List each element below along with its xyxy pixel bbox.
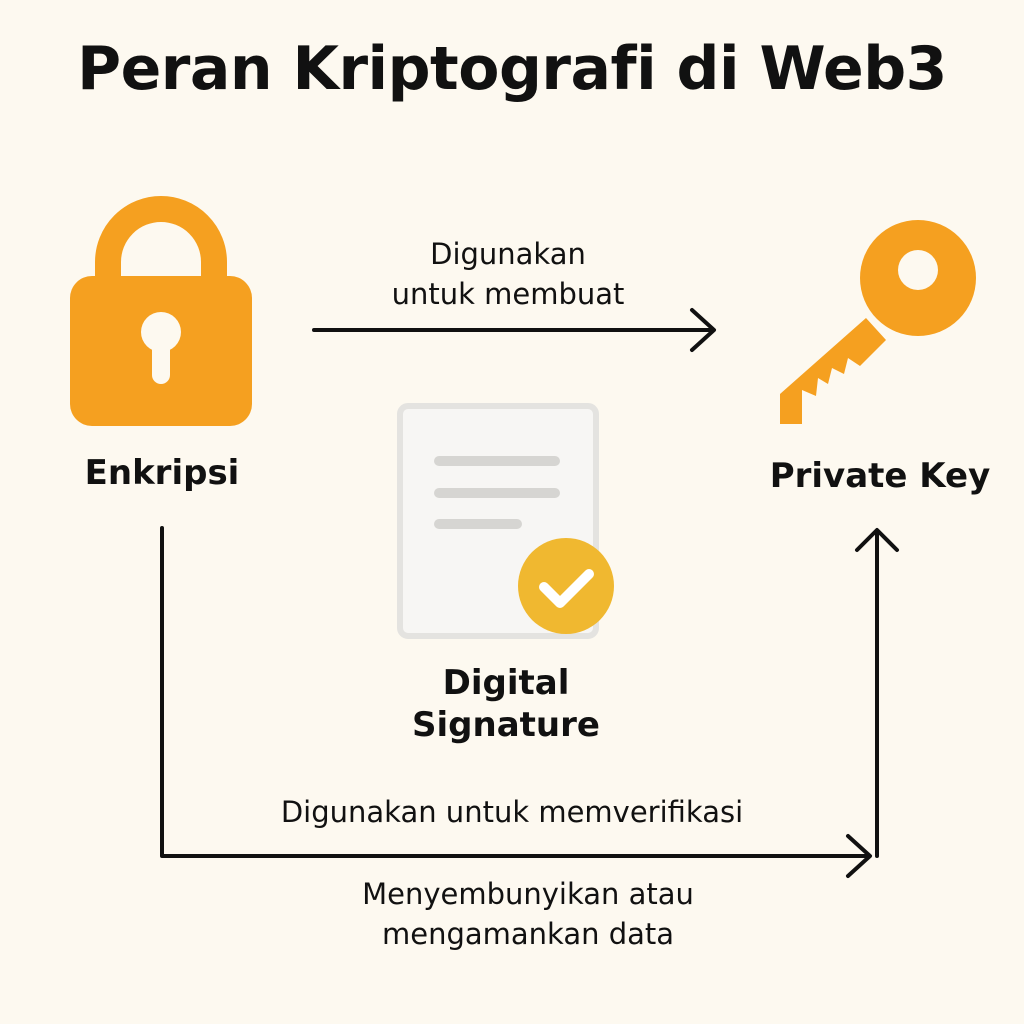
bottom-edge-label: Digunakan untuk memverifikasi: [280, 795, 744, 829]
signed-document-icon: [397, 403, 614, 639]
top-edge-label-line1: Digunakan: [430, 237, 586, 271]
top-edge-label-line2: untuk membuat: [391, 277, 625, 311]
digital-signature-label: Digital Signature: [386, 662, 626, 746]
digital-signature-label-line1: Digital: [442, 663, 570, 703]
arrow-encryption-to-private-key-bottom: [160, 526, 872, 878]
key-icon: [780, 220, 976, 424]
top-edge-label: Digunakan untuk membuat: [338, 234, 678, 314]
digital-signature-label-line2: Signature: [412, 705, 600, 745]
arrow-encryption-to-private-key: [312, 308, 716, 352]
encryption-note-line2: mengamankan data: [381, 917, 675, 951]
padlock-icon: [70, 196, 252, 426]
private-key-label: Private Key: [769, 456, 991, 496]
encryption-label: Enkripsi: [84, 453, 240, 493]
arrow-up-to-private-key: [855, 528, 899, 858]
encryption-note-label: Menyembunyikan atau mengamankan data: [318, 874, 738, 954]
diagram-title: Peran Kriptografi di Web3: [77, 34, 947, 104]
encryption-note-line1: Menyembunyikan atau: [362, 877, 694, 911]
